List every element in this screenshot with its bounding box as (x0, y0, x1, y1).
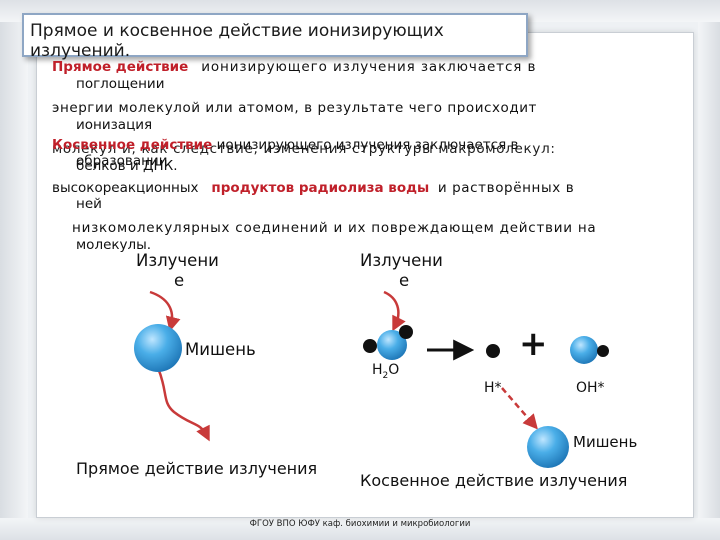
footer-text: ФГОУ ВПО ЮФУ каф. биохимии и микробиолог… (249, 519, 471, 529)
water-sub: 2 (382, 370, 389, 381)
para2-line1: Косвенное действие ионизирующего излучен… (52, 137, 518, 153)
para1-line1-wrap: поглощении (76, 76, 165, 92)
right-target-label: Мишень (573, 433, 638, 451)
h-radical-attack-arrow (501, 387, 538, 430)
para1-line3: молекул и, как следствие, изменения стру… (52, 141, 556, 157)
radiolysis-products-term: продуктов радиолиза воды (211, 180, 430, 196)
frame-right (698, 0, 720, 540)
oh-radical-sphere (570, 336, 598, 364)
h-radical-dot (486, 344, 500, 358)
left-target-label: Мишень (185, 340, 256, 359)
para1-line3-wrap: белков и ДНК. (76, 158, 178, 174)
right-target-sphere (527, 426, 569, 468)
indirect-action-caption: Косвенное действие излучения (360, 471, 628, 490)
slide-content-panel (36, 32, 694, 518)
para2-line2-wrap: ней (76, 196, 102, 212)
para2-line1-text: ионизирующего излучения заключается в (216, 137, 519, 153)
oh-radical-hydrogen (597, 345, 609, 357)
para1-line1: Прямое действие ионизирующего излучения … (52, 59, 664, 75)
h-radical-label: H* (484, 380, 502, 396)
water-h: H (372, 362, 383, 378)
page-title: Прямое и косвенное действие ионизирующих… (30, 21, 444, 61)
para1-line2-wrap: ионизация (76, 117, 153, 133)
oh-radical-label: OH* (576, 380, 605, 396)
para2-line2-start: высокореакционных (52, 180, 199, 196)
direct-action-caption: Прямое действие излучения (76, 459, 318, 478)
right-radiation-label-wrap: е (399, 271, 410, 290)
water-hydrogen-right (399, 325, 413, 339)
left-radiation-arrow-out (156, 367, 210, 442)
water-label: H2O (372, 360, 399, 386)
para1-line1-text: ионизирующего излучения заключается в (201, 59, 537, 75)
water-hydrogen-left (363, 339, 377, 353)
para2-line1-wrap: образовании (76, 153, 168, 169)
right-radiation-arrow (383, 290, 406, 332)
direct-action-term: Прямое действие (52, 59, 189, 75)
water-oxygen-sphere (377, 330, 407, 360)
left-radiation-label-wrap: е (174, 271, 185, 290)
para1-line2: энергии молекулой или атомом, в результа… (52, 100, 537, 116)
frame-left (0, 0, 28, 540)
water-o: O (388, 362, 400, 378)
title-box: Прямое и косвенное действие ионизирующих… (22, 13, 528, 61)
para2-line2-rest: и растворённых в (437, 180, 575, 196)
para2-line3: низкомолекулярных соединений и их повреж… (72, 220, 597, 236)
indirect-action-term: Косвенное действие (52, 137, 213, 153)
left-target-sphere (134, 324, 182, 372)
frame-bottom (0, 518, 720, 540)
para2-line3-wrap: молекулы. (76, 237, 152, 253)
left-radiation-label: Излучени (136, 251, 219, 270)
left-radiation-arrow-in (149, 290, 181, 332)
right-radiation-label: Излучени (360, 251, 443, 270)
para2-line2: высокореакционных продуктов радиолиза во… (52, 180, 574, 196)
